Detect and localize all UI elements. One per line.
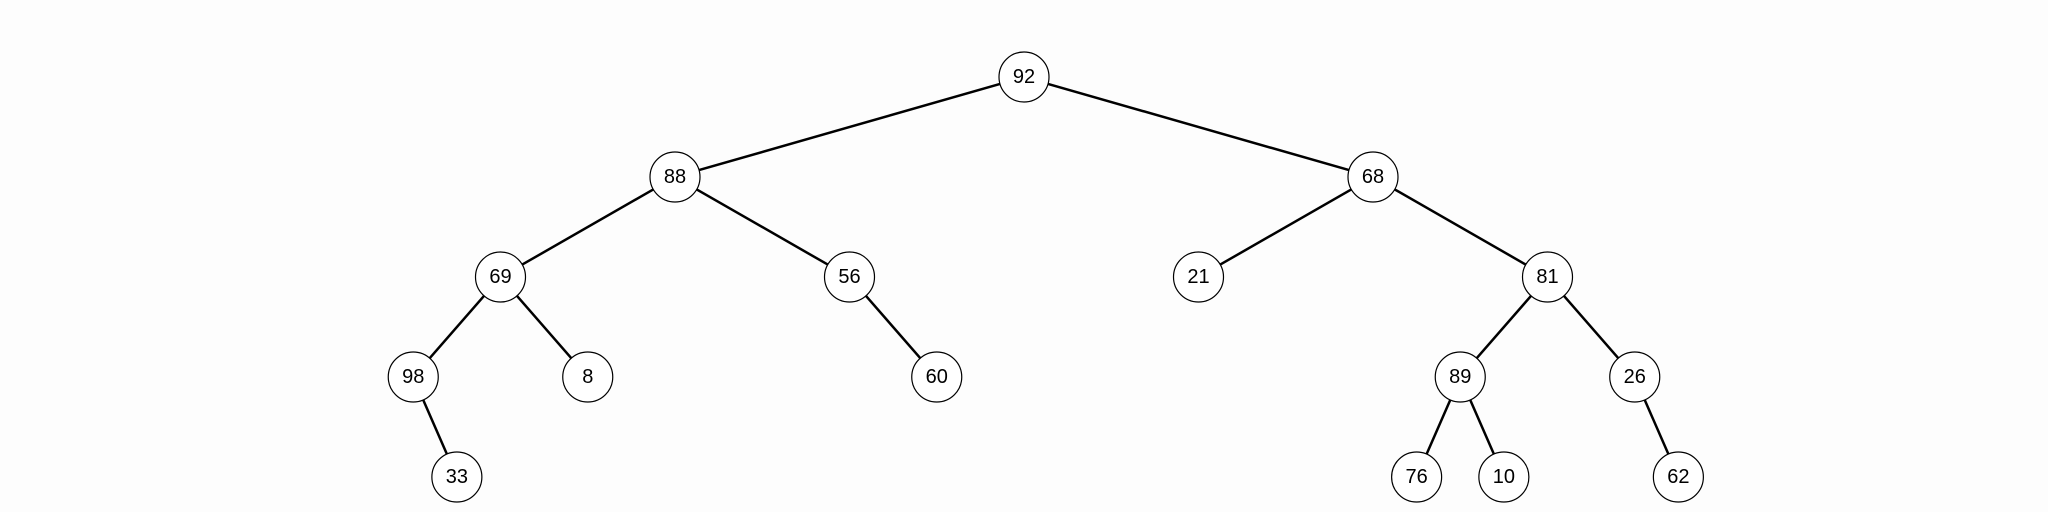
tree-node-56: 56 xyxy=(823,251,876,303)
tree-node-circle xyxy=(474,251,527,303)
nodes-layer: 92 88 69 98 33 8 56 60 68 21 81 89 76 10 26 62 xyxy=(387,51,1704,503)
tree-node-circle xyxy=(1391,451,1443,503)
edges-layer xyxy=(421,82,1670,456)
tree-node-circle xyxy=(649,151,701,203)
tree-edge-88-69 xyxy=(520,188,655,266)
tree-node-98: 98 xyxy=(387,351,439,403)
tree-node-label: 26 xyxy=(1624,366,1646,388)
tree-node-circle xyxy=(1172,251,1225,303)
tree-edge-89-76 xyxy=(1425,398,1452,456)
tree-node-89: 89 xyxy=(1434,351,1486,403)
tree-node-label: 98 xyxy=(402,366,424,388)
tree-edge-68-21 xyxy=(1218,188,1353,266)
tree-node-label: 69 xyxy=(489,266,511,288)
tree-edge-68-81 xyxy=(1393,188,1528,266)
tree-edge-81-26 xyxy=(1562,294,1620,360)
tree-node-circle xyxy=(1652,451,1704,503)
tree-node-21: 21 xyxy=(1172,251,1225,303)
tree-node-circle xyxy=(1434,351,1486,403)
tree-node-33: 33 xyxy=(431,451,483,503)
tree-node-label: 89 xyxy=(1449,366,1471,388)
tree-node-label: 92 xyxy=(1013,66,1035,88)
tree-node-68: 68 xyxy=(1347,151,1399,203)
tree-node-circle xyxy=(998,51,1050,103)
tree-node-label: 10 xyxy=(1493,466,1515,488)
tree-edge-81-89 xyxy=(1475,294,1533,360)
tree-node-label: 88 xyxy=(664,166,686,188)
tree-node-label: 76 xyxy=(1406,466,1428,488)
tree-node-circle xyxy=(387,351,439,403)
tree-node-10: 10 xyxy=(1478,451,1530,503)
tree-edge-98-33 xyxy=(421,398,449,456)
tree-node-8: 8 xyxy=(562,351,614,403)
tree-edge-26-62 xyxy=(1643,398,1670,456)
tree-node-circle xyxy=(431,451,483,503)
tree-edge-56-60 xyxy=(864,294,922,360)
tree-node-circle xyxy=(1609,351,1661,403)
tree-node-label: 33 xyxy=(446,466,468,488)
tree-node-26: 26 xyxy=(1609,351,1661,403)
tree-node-label: 68 xyxy=(1362,166,1384,188)
tree-node-62: 62 xyxy=(1652,451,1704,503)
tree-edge-69-8 xyxy=(515,294,573,360)
tree-edge-92-68 xyxy=(1046,82,1351,172)
tree-node-circle xyxy=(562,351,614,403)
tree-node-88: 88 xyxy=(649,151,701,203)
tree-node-label: 56 xyxy=(838,266,860,288)
tree-node-circle xyxy=(1347,151,1399,203)
tree-node-81: 81 xyxy=(1521,251,1574,303)
tree-node-76: 76 xyxy=(1391,451,1443,503)
tree-node-label: 60 xyxy=(926,366,948,388)
tree-node-circle xyxy=(911,351,963,403)
tree-edge-92-88 xyxy=(697,82,1002,172)
tree-node-circle xyxy=(1521,251,1574,303)
tree-node-label: 81 xyxy=(1536,266,1558,288)
tree-node-69: 69 xyxy=(474,251,527,303)
tree-node-circle xyxy=(1478,451,1530,503)
tree-node-92: 92 xyxy=(998,51,1050,103)
tree-edge-69-98 xyxy=(428,294,486,360)
tree-node-label: 62 xyxy=(1667,466,1689,488)
tree-node-60: 60 xyxy=(911,351,963,403)
tree-node-label: 21 xyxy=(1187,266,1209,288)
tree-node-circle xyxy=(823,251,876,303)
tree-edge-89-10 xyxy=(1468,398,1496,456)
tree-node-label: 8 xyxy=(582,366,593,388)
tree-edge-88-56 xyxy=(695,188,830,266)
